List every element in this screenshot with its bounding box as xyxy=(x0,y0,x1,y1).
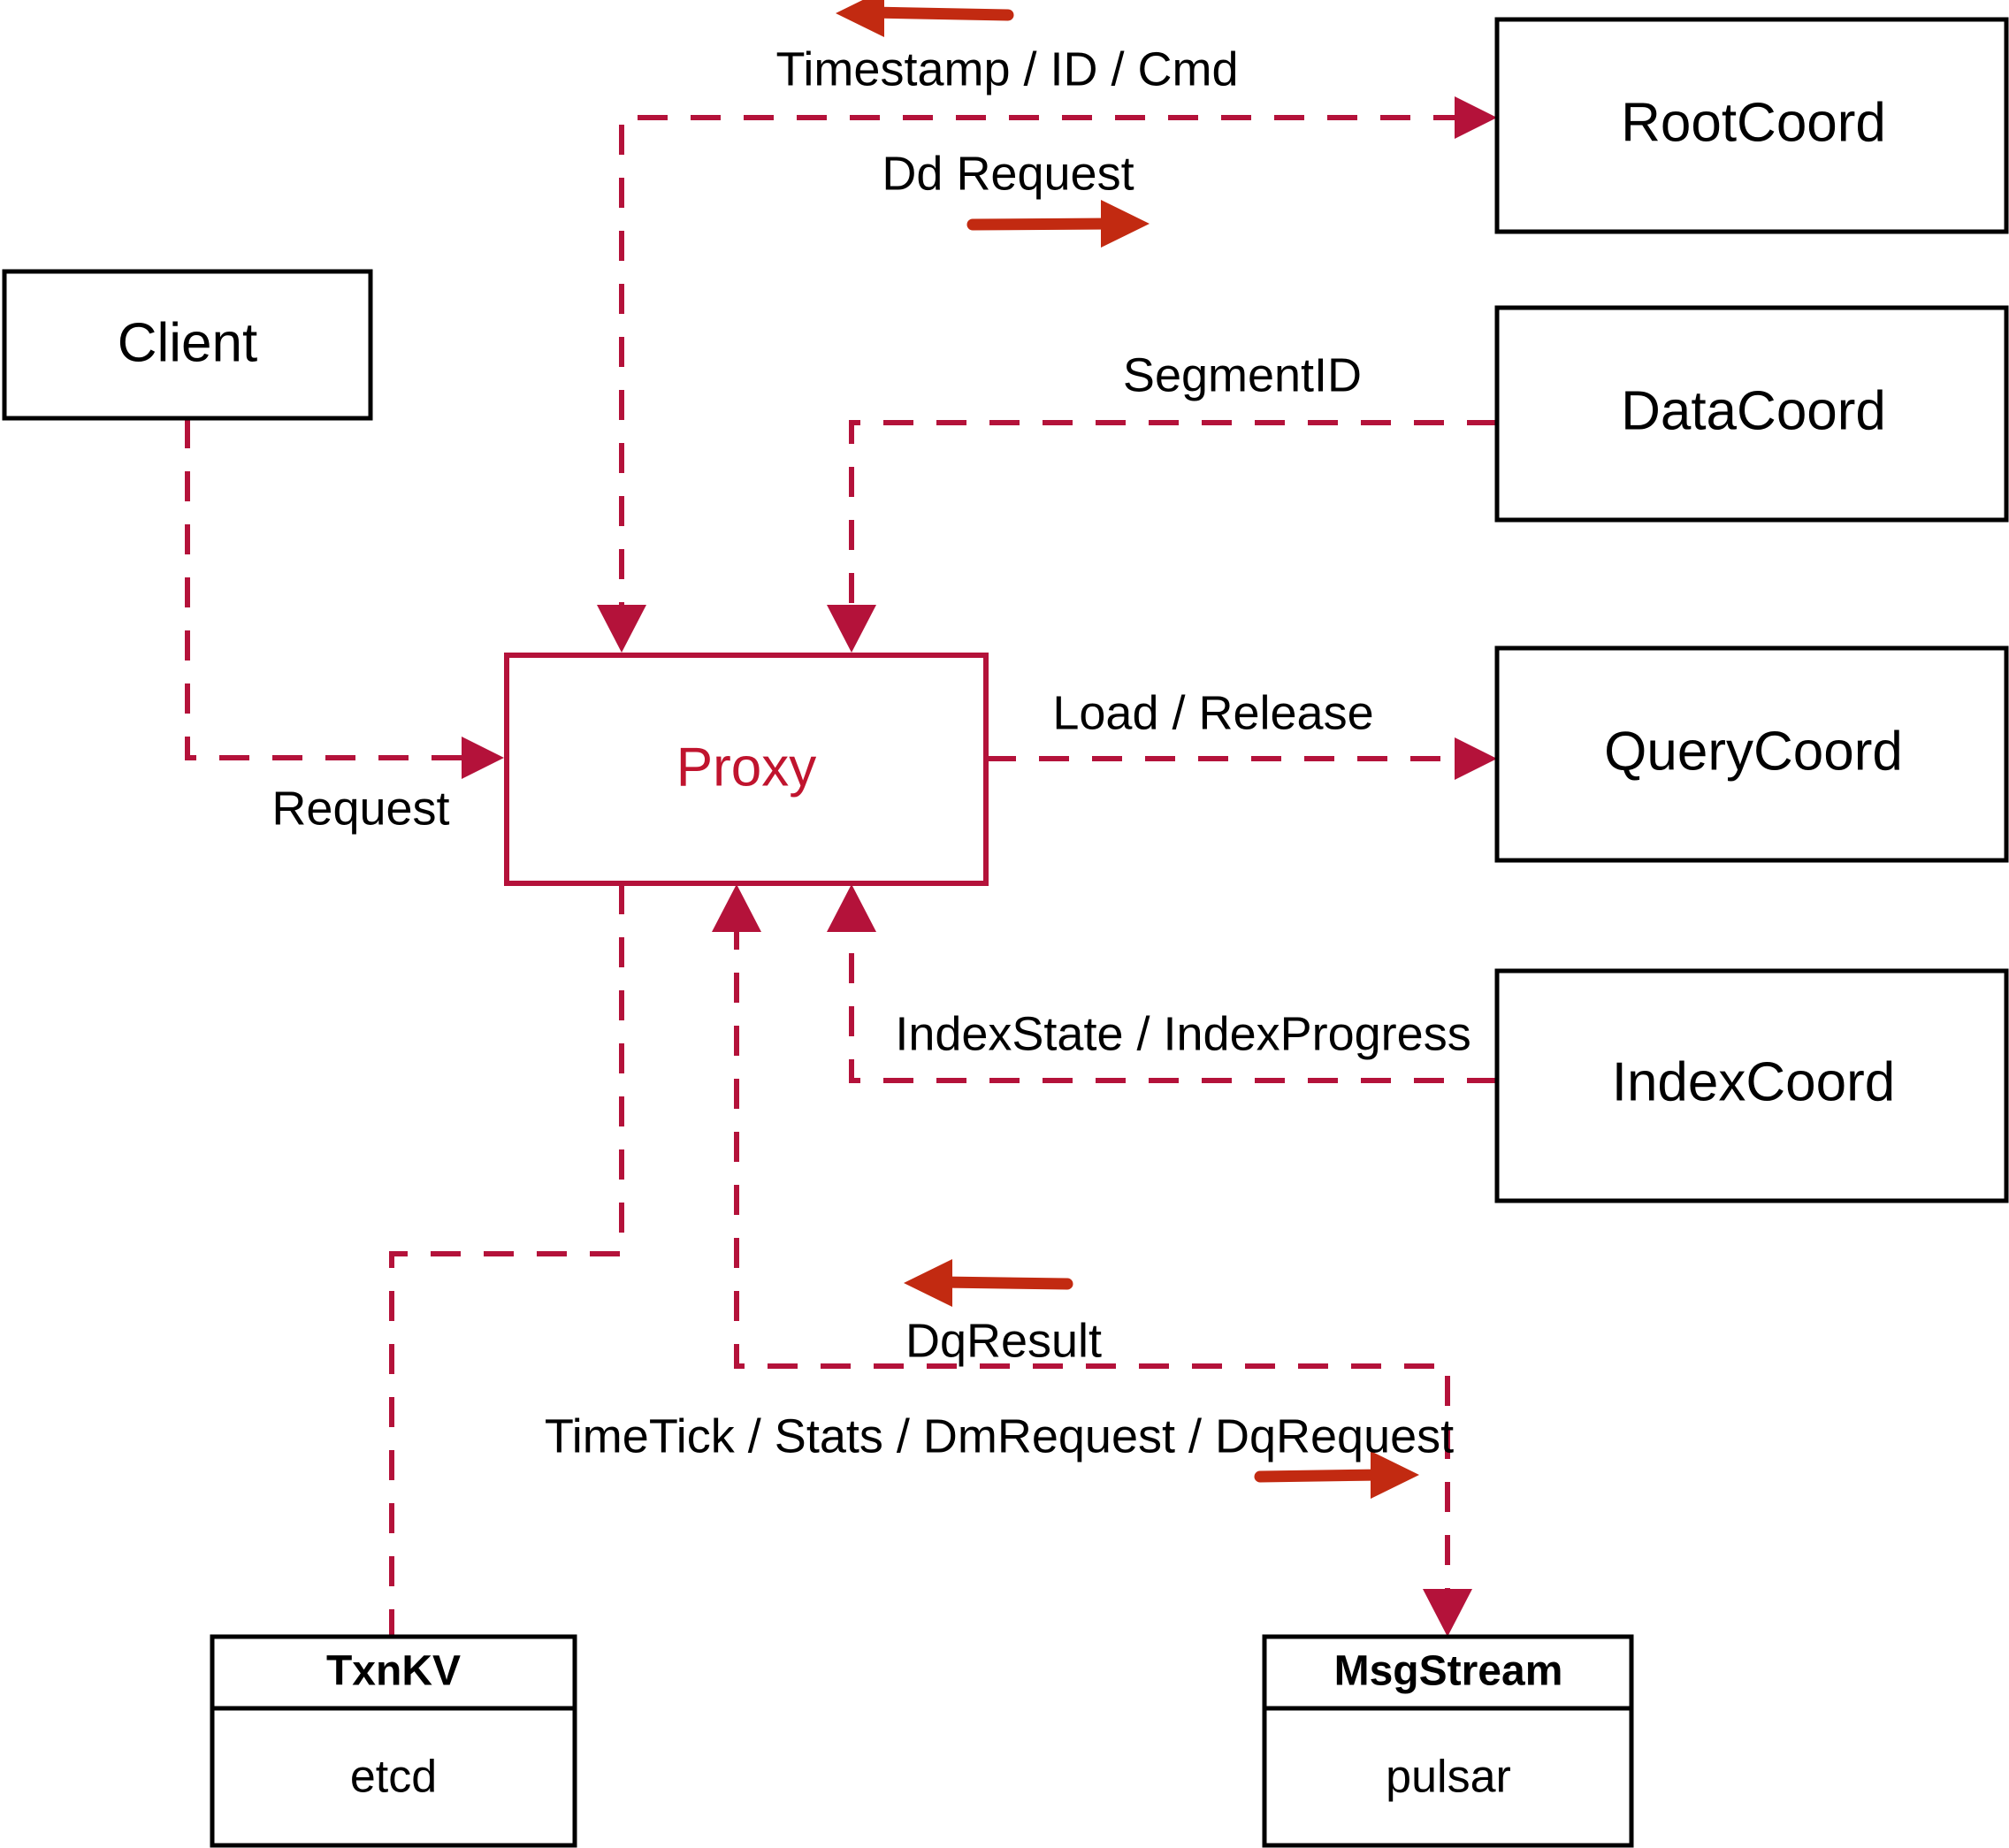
edge-indexcoord-proxy xyxy=(827,884,1497,1083)
edge-proxy-txnkv-path xyxy=(389,884,624,1637)
node-rootcoord-box[interactable] xyxy=(1494,17,2009,234)
node-indexcoord[interactable]: IndexCoord xyxy=(1494,968,2009,1203)
node-client-box[interactable] xyxy=(2,269,373,421)
node-datacoord-label: DataCoord xyxy=(1621,380,1886,441)
edge-proxy-msgstream xyxy=(712,884,1472,1637)
arrow-left-icon-timestamp xyxy=(836,0,1014,37)
arrowhead-into-proxy-left xyxy=(462,737,504,779)
node-proxy-box[interactable] xyxy=(504,653,989,886)
edge-label-load-release: Load / Release xyxy=(1052,686,1373,739)
arrowhead-into-proxy-bottom-right xyxy=(827,884,876,932)
edge-label-segment-id: SegmentID xyxy=(1123,348,1362,401)
arrowhead-into-proxy-top-left xyxy=(597,605,646,653)
edge-proxy-txnkv xyxy=(389,884,624,1637)
node-txnkv[interactable]: TxnKV etcd xyxy=(210,1634,577,1848)
arrowhead-into-querycoord xyxy=(1455,737,1497,780)
edge-datacoord-proxy-path xyxy=(849,420,1497,619)
node-indexcoord-box[interactable] xyxy=(1494,968,2009,1203)
arrow-right-icon-dd-request xyxy=(966,200,1150,248)
node-datacoord-box[interactable] xyxy=(1494,305,2009,523)
edge-rootcoord-proxy xyxy=(597,96,1497,653)
node-txnkv-header: TxnKV xyxy=(326,1648,461,1695)
edge-label-dq-result: DqResult xyxy=(905,1314,1102,1367)
node-msgstream-body: pulsar xyxy=(1386,1752,1511,1803)
edge-label-request: Request xyxy=(271,782,449,835)
node-msgstream-header: MsgStream xyxy=(1334,1648,1563,1695)
arrow-left-icon-dqresult xyxy=(904,1259,1073,1307)
node-client[interactable]: Client xyxy=(2,269,373,421)
edge-label-timetick-stats: TimeTick / Stats / DmRequest / DqRequest xyxy=(545,1409,1454,1462)
node-msgstream[interactable]: MsgStream pulsar xyxy=(1262,1634,1634,1848)
arrowhead-into-rootcoord xyxy=(1455,96,1497,139)
node-querycoord-box[interactable] xyxy=(1494,645,2009,863)
node-datacoord[interactable]: DataCoord xyxy=(1494,305,2009,523)
edge-proxy-msgstream-path xyxy=(734,920,1450,1601)
edge-datacoord-proxy xyxy=(827,420,1497,653)
node-txnkv-body: etcd xyxy=(350,1752,437,1803)
node-querycoord[interactable]: QueryCoord xyxy=(1494,645,2009,863)
node-proxy-label: Proxy xyxy=(676,737,816,798)
node-proxy[interactable]: Proxy xyxy=(504,653,989,886)
node-indexcoord-label: IndexCoord xyxy=(1612,1051,1896,1112)
edge-indexcoord-proxy-path xyxy=(849,920,1497,1083)
edge-label-dd-request: Dd Request xyxy=(882,147,1134,200)
edge-rootcoord-proxy-path xyxy=(619,115,1463,619)
edge-client-proxy xyxy=(185,418,504,779)
node-rootcoord[interactable]: RootCoord xyxy=(1494,17,2009,234)
edge-label-index-state-progress: IndexState / IndexProgress xyxy=(895,1007,1470,1060)
node-querycoord-label: QueryCoord xyxy=(1604,721,1903,782)
node-rootcoord-label: RootCoord xyxy=(1621,92,1886,153)
arrow-right-icon-dqrequest xyxy=(1254,1451,1419,1499)
node-client-label: Client xyxy=(118,312,258,373)
arrowhead-into-proxy-top-right xyxy=(827,605,876,653)
edge-client-proxy-path xyxy=(185,418,470,760)
arrowhead-into-msgstream xyxy=(1423,1589,1472,1637)
node-txnkv-box[interactable] xyxy=(210,1634,577,1848)
edge-label-timestamp-id-cmd: Timestamp / ID / Cmd xyxy=(775,42,1238,95)
arrowhead-into-proxy-bottom-middle xyxy=(712,884,761,932)
node-msgstream-box[interactable] xyxy=(1262,1634,1634,1848)
edge-proxy-querycoord xyxy=(986,737,1497,780)
